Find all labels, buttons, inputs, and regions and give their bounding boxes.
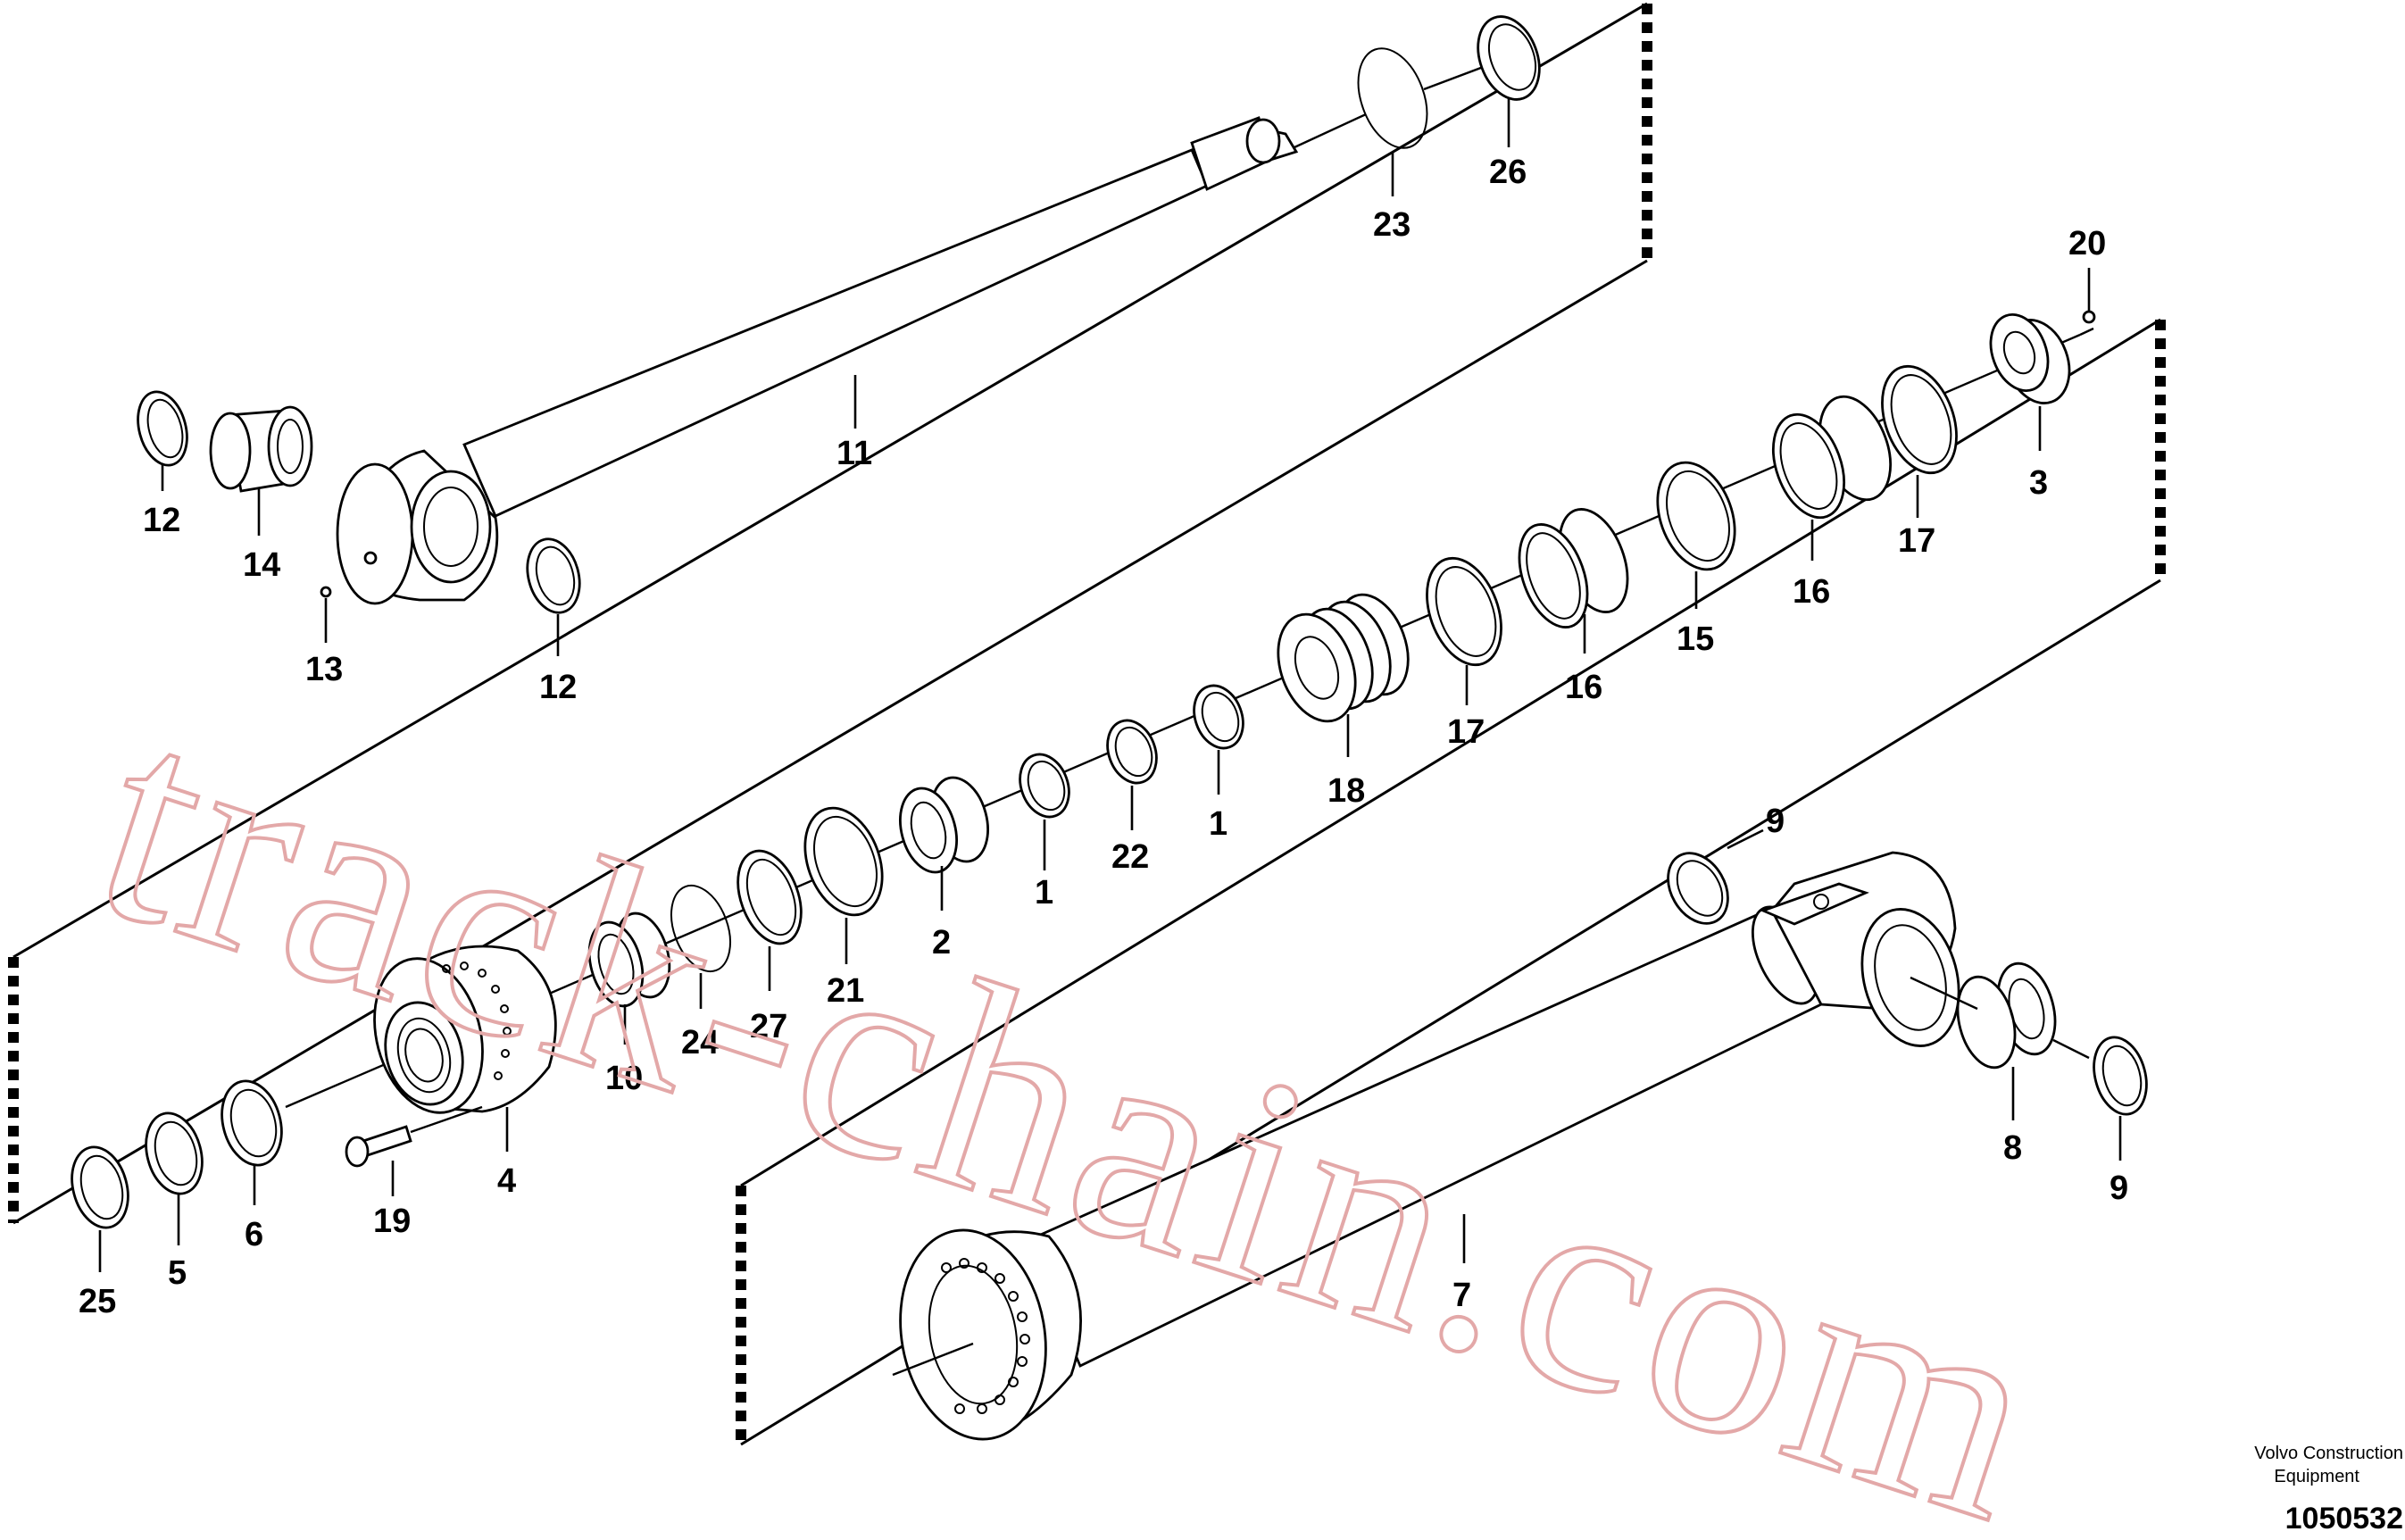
piston-nut-3 [1989,312,2071,404]
callout-10: 10 [605,1060,643,1097]
callout-7: 7 [1452,1277,1471,1314]
footer: Volvo Construction Equipment 1050532 [2254,1444,2403,1536]
retaining-ring-12-right [526,537,581,614]
callout-1-right: 1 [1209,805,1227,843]
group-box-piston-rod [8,2,1652,1225]
callout-6: 6 [245,1216,263,1253]
retaining-ring-9-right [2093,1036,2148,1116]
seal-23 [1357,47,1428,149]
callout-23: 23 [1373,206,1411,244]
backup-ring-22 [1106,719,1158,785]
callout-25: 25 [79,1283,116,1320]
bushing-8 [1956,961,2057,1070]
retaining-ring-12-left [137,390,188,467]
guide-ring-16-right [1772,395,1892,520]
callout-5: 5 [168,1254,187,1292]
callout-2: 2 [932,924,951,961]
seal-ring-21 [803,806,884,917]
callout-15: 15 [1677,620,1714,658]
document-number: 1050532 [2285,1502,2403,1536]
rod-eye [336,449,499,605]
callout-14: 14 [243,546,280,584]
callout-24: 24 [681,1024,719,1061]
callout-17-right: 17 [1898,522,1935,560]
callout-13: 13 [305,651,343,688]
callout-18: 18 [1327,772,1365,810]
company-name-line2: Equipment [2274,1467,2359,1486]
grease-nipple-13 [320,586,332,598]
wiper-ring-25 [71,1145,129,1229]
guide-ring-16-left [1518,508,1629,628]
leader-lines [98,98,2122,1272]
bushing-14 [209,405,313,493]
watermark-text: track-chain.com [65,653,2080,1540]
callout-4: 4 [497,1162,516,1200]
piston-seal-15 [1656,461,1736,571]
bushing-2 [899,776,989,874]
callout-11: 11 [836,435,872,472]
callout-12-left: 12 [143,502,180,539]
retaining-ring-9-top [1667,852,1729,925]
seal-ring-17-right [1881,364,1958,475]
callout-1-left: 1 [1035,874,1053,912]
callout-19: 19 [373,1203,411,1240]
callout-3: 3 [2029,464,2048,502]
bushing-10 [587,912,671,1008]
watermark: track-chain.com [63,651,2082,1540]
callout-9-right: 9 [2110,1170,2128,1207]
piston-rod [462,59,1501,518]
lock-screw-20 [2082,310,2096,324]
callout-26: 26 [1489,154,1527,191]
seal-ring-24 [670,884,731,973]
callout-22: 22 [1111,838,1149,876]
callout-20: 20 [2068,225,2106,262]
callout-17-left: 17 [1447,713,1485,751]
callout-labels: 11 23 26 20 12 14 13 12 3 17 16 15 16 17… [79,154,2128,1320]
seal-ring-17-left [1426,556,1502,667]
piston-18 [1277,593,1410,723]
callout-9-top: 9 [1766,803,1785,840]
wiper-ring-26 [1477,15,1541,101]
seal-ring-6 [221,1079,283,1167]
callout-8: 8 [2003,1129,2022,1167]
callout-27: 27 [750,1008,787,1045]
cylinder-head-4 [373,945,557,1114]
callout-16-left: 16 [1565,669,1602,706]
o-ring-1-left [1019,753,1070,819]
seal-ring-27 [736,849,803,945]
callout-12-right: 12 [539,669,577,706]
callout-21: 21 [827,972,864,1010]
company-name-line1: Volvo Construction [2254,1444,2403,1463]
seal-ring-5 [145,1111,204,1195]
screw-19 [345,1105,483,1168]
o-ring-1-right [1193,684,1244,750]
callout-16-right: 16 [1793,573,1830,611]
